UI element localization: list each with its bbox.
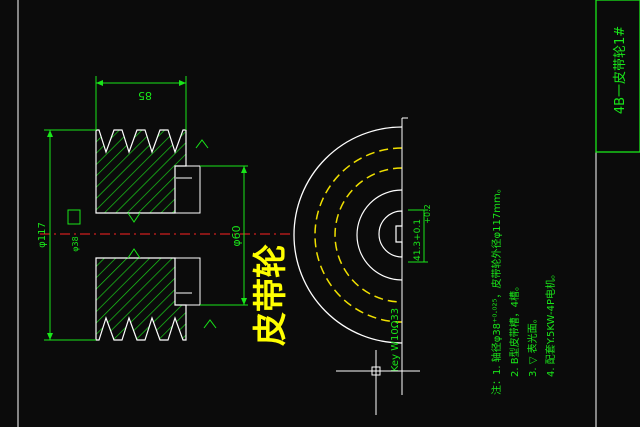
title-block-text: 4B一皮带轮1# — [613, 26, 628, 114]
dim-keyway: 41.3+0.1 +0.2 — [408, 204, 432, 263]
note-2: 2. B型皮带槽，4槽。 — [508, 281, 521, 377]
key-spec: Key W10Ω33 — [390, 270, 403, 395]
title-block: 4B一皮带轮1# — [595, 0, 640, 153]
note-4: 4. 配套Y.5KW-4P电机。 — [544, 269, 557, 377]
dim-hub-diameter-label: φ60 — [230, 225, 243, 246]
key-spec-label: Key W10Ω33 — [390, 308, 401, 372]
groove-circle-2 — [334, 167, 403, 303]
pulley-top-half — [95, 129, 187, 214]
pulley-bottom-half — [95, 257, 187, 341]
hub-circle — [356, 189, 403, 281]
dim-width: 85 — [95, 76, 187, 130]
dim-outer-diameter: φ117 — [37, 129, 96, 341]
note-1: 注：1. 轴径φ38⁺⁰·⁰²⁵，皮带轮外径φ117mm。 — [490, 183, 503, 395]
dim-key-depth-label: 41.3+0.1 — [413, 219, 423, 261]
crosshair-icon — [336, 350, 420, 415]
notes: 注：1. 轴径φ38⁺⁰·⁰²⁵，皮带轮外径φ117mm。 2. B型皮带槽，4… — [490, 183, 557, 395]
bore-callout: φ38 — [67, 209, 81, 252]
note-3: 3. ▽ 表光面。 — [526, 313, 539, 377]
groove-circle-1 — [314, 147, 403, 323]
dim-hub-diameter: φ60 — [200, 165, 248, 306]
dim-outer-diameter-label: φ117 — [37, 222, 48, 248]
dim-bore-label: φ38 — [71, 236, 80, 251]
drawing-title: 皮带轮 — [251, 244, 291, 346]
outer-rim — [293, 126, 403, 344]
section-view — [95, 129, 217, 341]
dim-width-label: 85 — [138, 89, 152, 102]
dim-key-width-label: +0.2 — [423, 204, 432, 223]
